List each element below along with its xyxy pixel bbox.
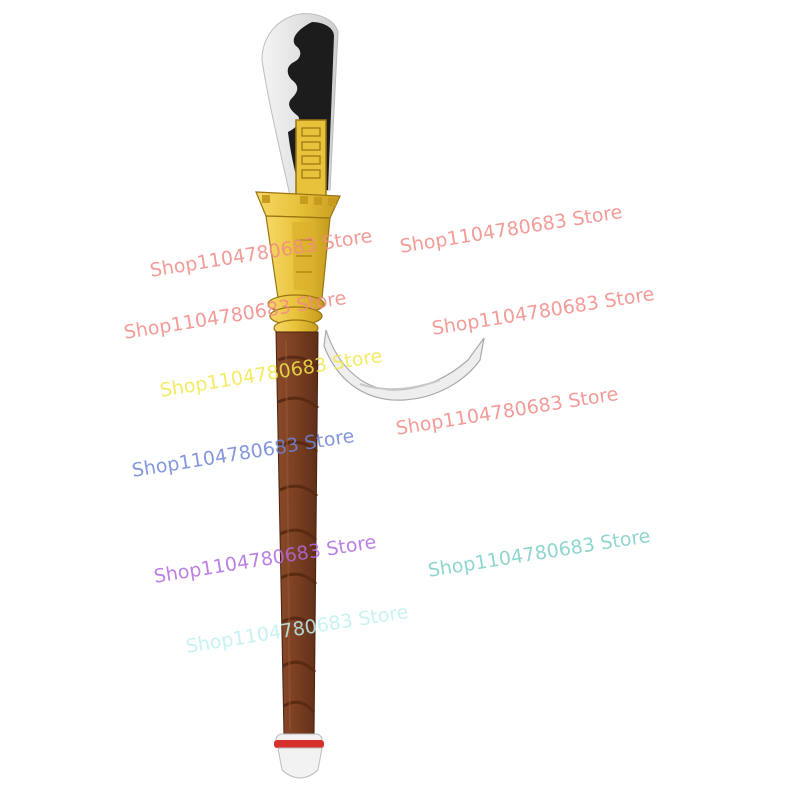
shaft: [275, 331, 319, 737]
blade: [261, 13, 339, 197]
hook: [323, 329, 485, 401]
pommel: [274, 733, 324, 779]
guard: [255, 191, 341, 337]
